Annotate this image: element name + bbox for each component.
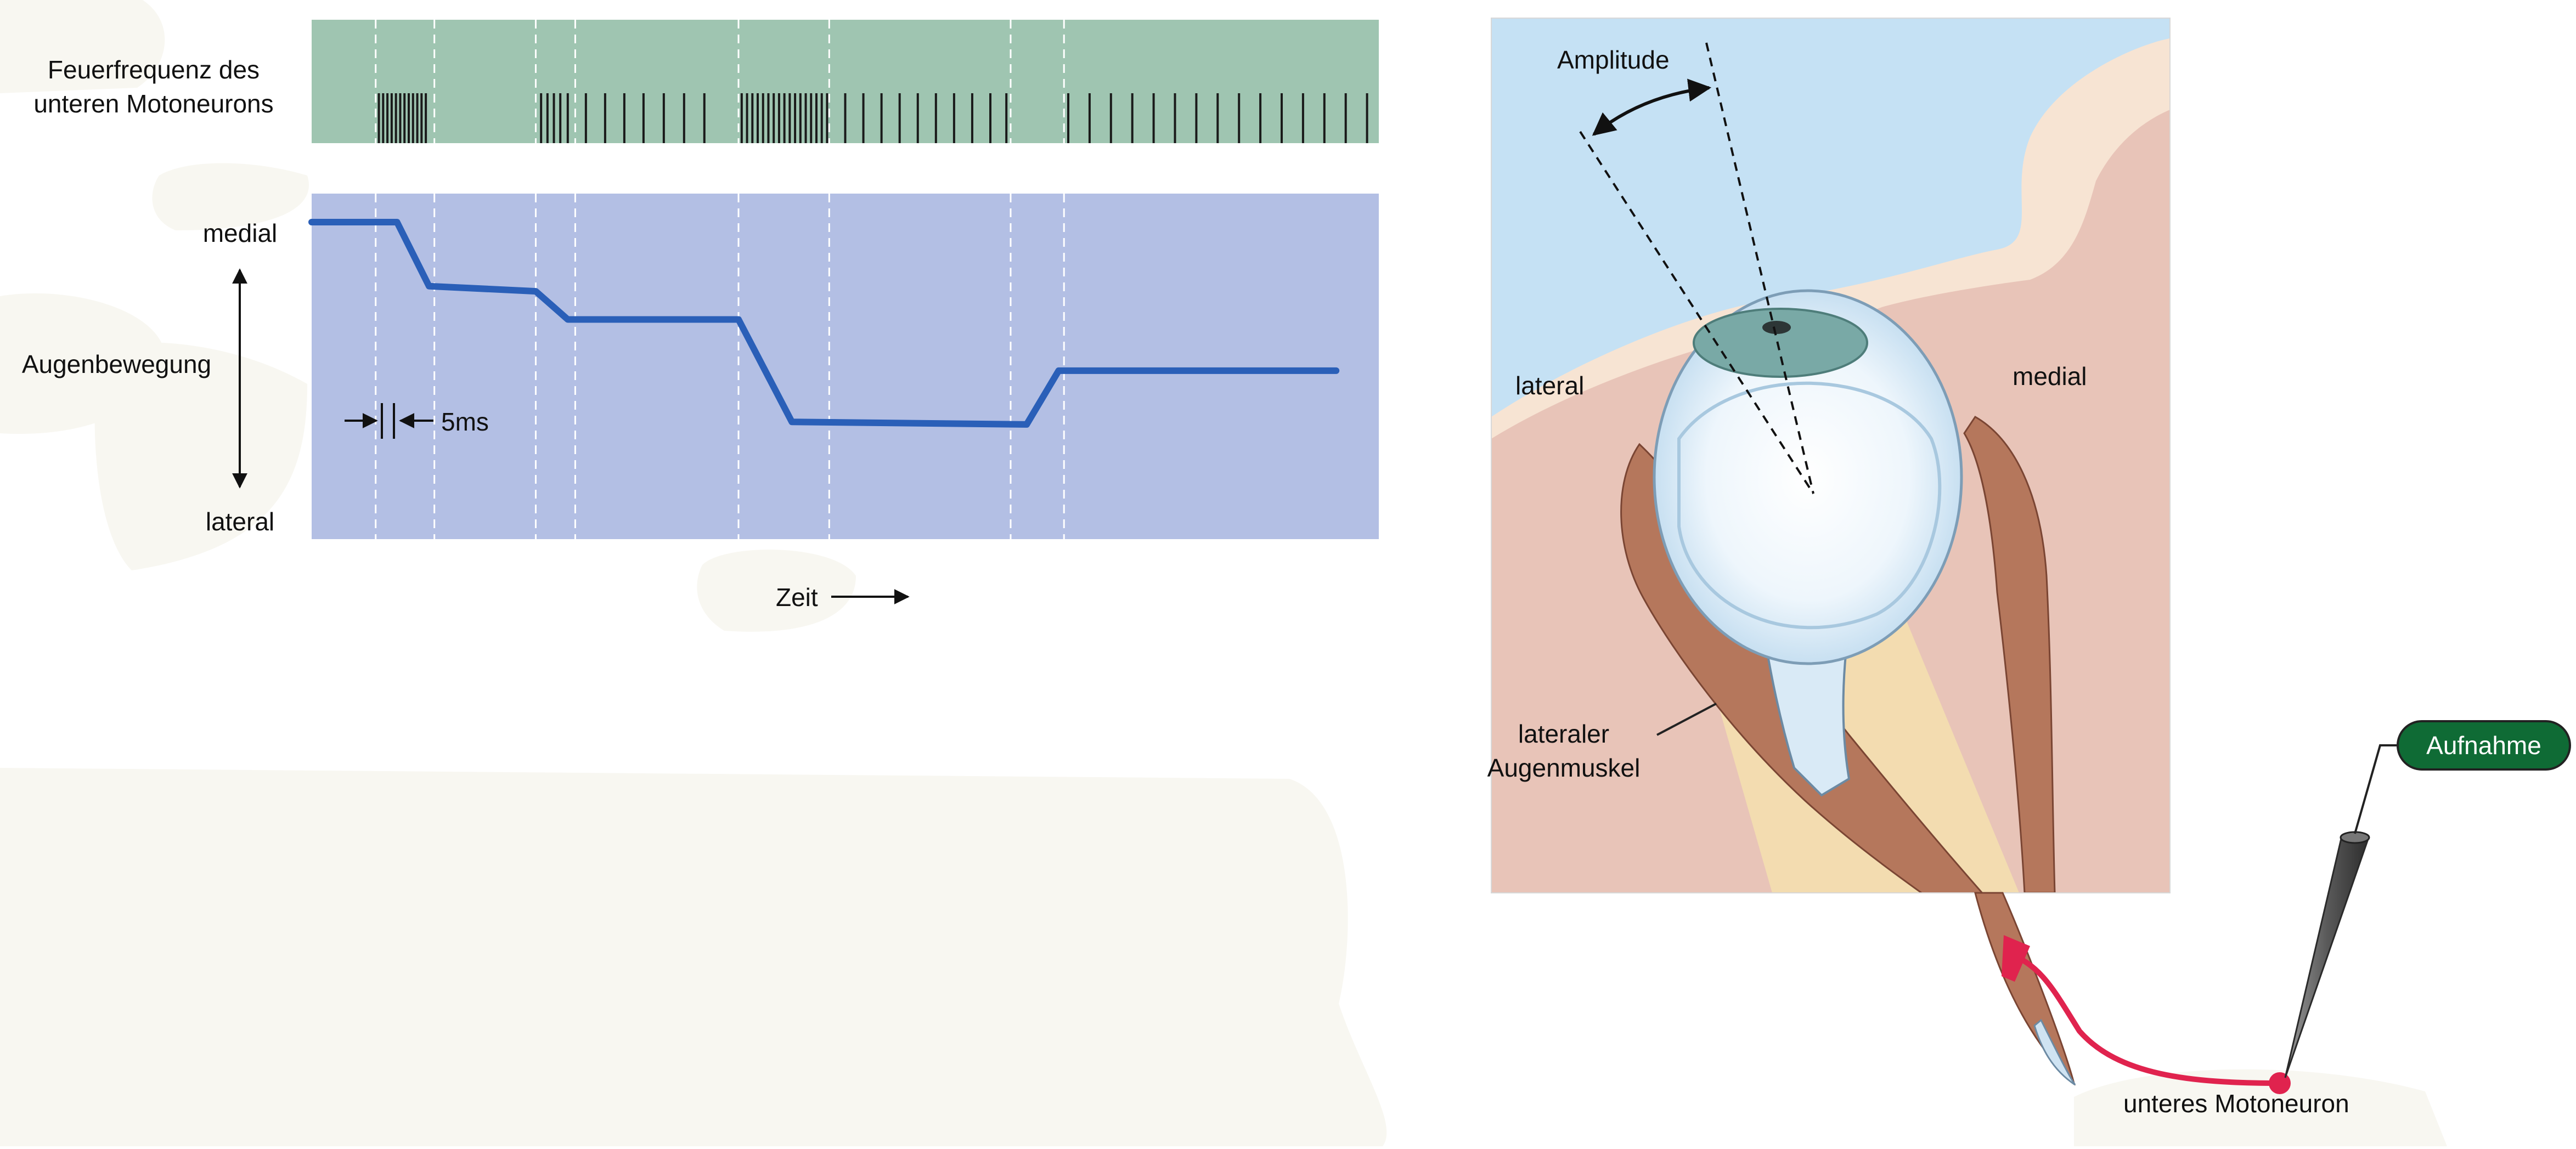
amplitude-arrow — [1592, 78, 1712, 136]
medial-axis-label: medial — [202, 219, 278, 247]
motoneuron-nerve — [2002, 935, 2291, 1094]
eye-movement-label: Augenbewegung — [21, 350, 212, 378]
muscle-label-line2: Augenmuskel — [1487, 754, 1641, 782]
eye-movement-panel — [312, 194, 1379, 539]
muscle-label-line1: lateraler — [1518, 720, 1610, 748]
lateral-side-label: lateral — [1515, 371, 1585, 400]
lateral-axis-label: lateral — [205, 507, 275, 536]
recording-badge: Aufnahme — [2397, 720, 2571, 771]
muscle-leader-line — [1656, 703, 1717, 736]
interval-label: 5ms — [441, 407, 489, 436]
spike-train — [377, 93, 1368, 143]
amplitude-label: Amplitude — [1557, 46, 1670, 74]
epoch-dividers — [375, 20, 1065, 539]
motoneuron-label: unteres Motoneuron — [2123, 1089, 2349, 1118]
interval-marker — [345, 403, 433, 439]
firing-rate-label: Feuerfrequenz des unteren Motoneurons — [22, 53, 285, 121]
recording-electrode — [2284, 744, 2397, 1078]
background-blotches — [0, 0, 2447, 1146]
muscle-label: lateraler Augenmuskel — [1481, 717, 1646, 785]
time-label: Zeit — [776, 583, 818, 612]
firing-rate-label-line1: Feuerfrequenz des — [47, 55, 260, 84]
eye-illustration — [1491, 18, 2171, 1086]
eye-position-trace — [308, 219, 1340, 428]
firing-rate-label-line2: unteren Motoneurons — [33, 89, 274, 118]
medial-side-label: medial — [2013, 362, 2087, 390]
